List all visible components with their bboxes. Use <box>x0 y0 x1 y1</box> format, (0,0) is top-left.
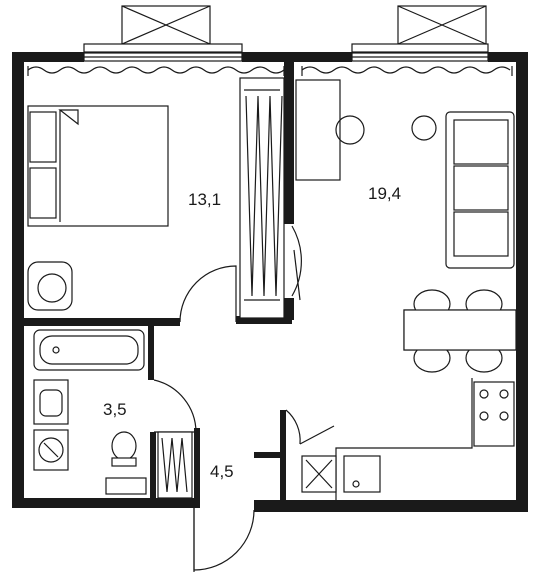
bedroom-door <box>179 265 237 323</box>
bathroom-door <box>153 379 197 433</box>
window-box-left <box>83 5 243 53</box>
window-left <box>83 52 243 62</box>
wardrobe <box>239 77 285 319</box>
hall-closet <box>157 431 193 499</box>
living-door <box>291 225 302 297</box>
toilet <box>105 431 147 495</box>
bed <box>27 105 169 227</box>
entry-door <box>193 508 255 571</box>
sofa <box>445 111 515 269</box>
bathtub <box>33 329 145 371</box>
exterior-walls <box>12 52 528 512</box>
side-table <box>411 115 437 141</box>
interior-walls <box>24 52 294 508</box>
curtain-left <box>27 66 285 74</box>
dining-table <box>403 289 517 373</box>
washing-machine <box>33 429 69 471</box>
armchair <box>27 261 73 311</box>
area-label-bedroom: 13,1 <box>188 190 221 209</box>
area-label-bathroom: 3,5 <box>103 400 127 419</box>
window-right <box>351 52 489 62</box>
area-label-living-kitchen: 19,4 <box>368 184 401 203</box>
desk <box>295 79 365 181</box>
curtain-right <box>301 66 511 74</box>
window-box-right <box>351 5 489 53</box>
sink <box>33 379 69 425</box>
kitchen-counter <box>301 378 515 500</box>
area-label-hallway: 4,5 <box>210 462 234 481</box>
